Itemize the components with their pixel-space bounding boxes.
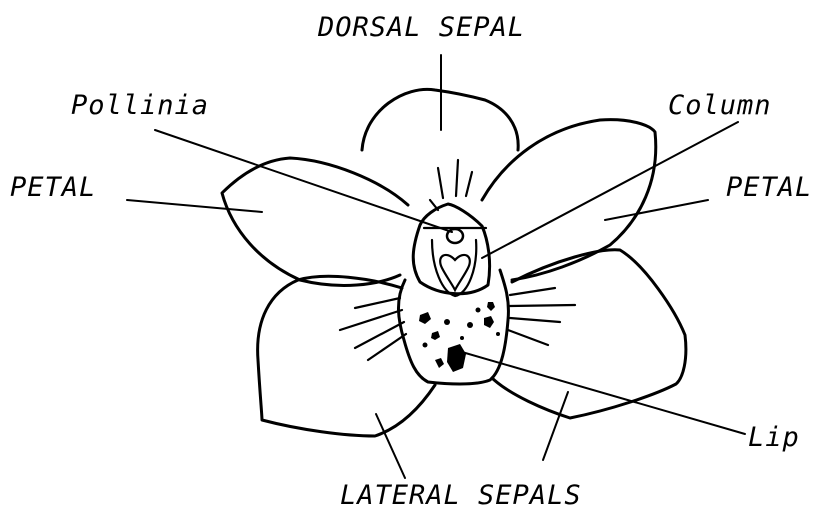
petal-right-label: PETAL bbox=[726, 174, 812, 201]
lip-spot bbox=[431, 331, 440, 340]
column-shape bbox=[413, 204, 489, 294]
lip-vein-right bbox=[510, 318, 560, 322]
lip-spot bbox=[487, 302, 495, 311]
petal-left-label: PETAL bbox=[10, 174, 96, 201]
lip-spot bbox=[467, 322, 473, 328]
dorsal-sepal-vein bbox=[456, 160, 458, 196]
lip-vein-right bbox=[510, 305, 575, 306]
lip-vein-left bbox=[355, 322, 404, 348]
pollinia-label: Pollinia bbox=[71, 92, 209, 119]
lip-spot bbox=[476, 308, 481, 313]
column-leader bbox=[482, 122, 738, 258]
lip-leader bbox=[455, 350, 745, 434]
pollinia-leader bbox=[155, 130, 452, 232]
lip-spot bbox=[460, 336, 464, 340]
dorsal-sepal-vein bbox=[466, 172, 472, 196]
lip-label: Lip bbox=[748, 424, 800, 451]
left-petal-shape bbox=[222, 158, 408, 285]
petal-left-leader bbox=[127, 200, 262, 212]
lip-spot bbox=[444, 319, 450, 325]
lip-spot bbox=[447, 344, 466, 372]
lip-spot bbox=[484, 316, 494, 328]
dorsal-sepal-vein bbox=[430, 200, 438, 210]
lip-vein-right bbox=[510, 288, 555, 295]
lip-vein-right bbox=[508, 330, 548, 345]
petal-right-leader bbox=[605, 200, 708, 220]
dorsal-sepal-vein bbox=[438, 168, 443, 198]
lateral-sepal-right-leader bbox=[543, 392, 568, 460]
lip-spot bbox=[496, 332, 500, 336]
lip-spot bbox=[423, 343, 428, 348]
lip-spot bbox=[419, 312, 431, 324]
stigma-shape bbox=[440, 255, 470, 290]
lip-spot bbox=[435, 358, 444, 368]
lip-vein-left bbox=[355, 298, 400, 308]
dorsal-sepal-label: DORSAL SEPAL bbox=[318, 14, 525, 41]
column-label: Column bbox=[668, 92, 772, 119]
lateral-sepals-label: LATERAL SEPALS bbox=[340, 482, 582, 509]
